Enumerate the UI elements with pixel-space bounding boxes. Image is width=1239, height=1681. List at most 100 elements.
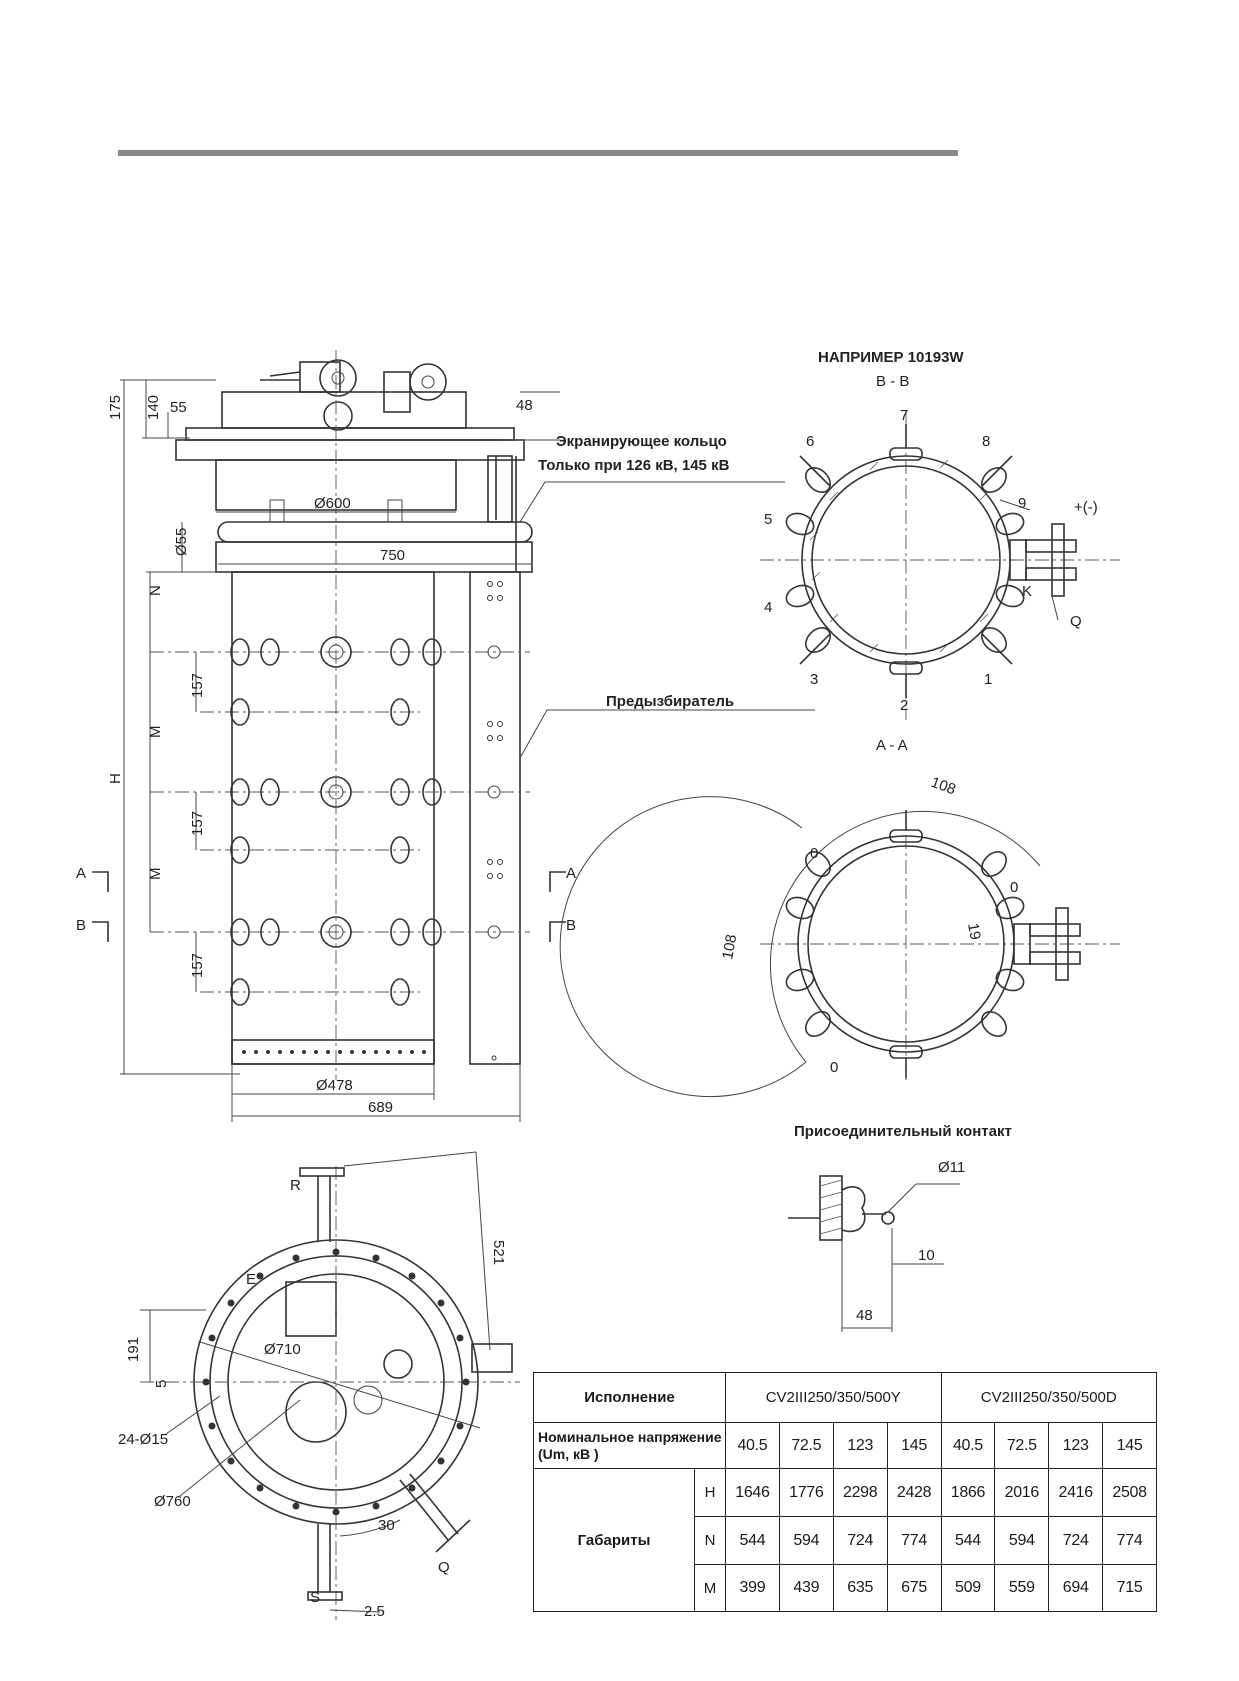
cell: 594 <box>778 1516 834 1565</box>
section-mark-b-right: B <box>566 917 576 934</box>
cell: 1866 <box>940 1468 996 1517</box>
bb-label-q: Q <box>1070 613 1082 630</box>
contact-dim-d11: Ø11 <box>938 1159 965 1176</box>
cell: 72.5 <box>778 1422 834 1469</box>
cell: 72.5 <box>994 1422 1050 1469</box>
aa-label-108-top: 108 <box>929 774 958 799</box>
cell: 544 <box>940 1516 996 1565</box>
bb-label-2: 2 <box>900 697 908 714</box>
aa-label-0-b: 0 <box>1010 879 1018 896</box>
dim-175: 175 <box>107 395 124 420</box>
contact-row-6 <box>200 978 420 1006</box>
cell: 123 <box>832 1422 888 1469</box>
top-label-q: Q <box>438 1559 450 1576</box>
top-label-d710: Ø710 <box>264 1341 301 1358</box>
top-label-30: 30 <box>378 1517 395 1534</box>
bb-label-8: 8 <box>982 433 990 450</box>
cell: 724 <box>832 1516 888 1565</box>
dim-689: 689 <box>368 1099 393 1116</box>
header-version: Исполнение <box>533 1372 726 1423</box>
cell: 1646 <box>725 1468 780 1517</box>
row-key-n: N <box>694 1516 726 1565</box>
dim-140: 140 <box>145 395 162 420</box>
cell: 1776 <box>778 1468 834 1517</box>
top-label-2-5: 2.5 <box>364 1603 385 1620</box>
dim-h: H <box>107 773 124 784</box>
cell: 715 <box>1102 1564 1157 1612</box>
cell: 694 <box>1048 1564 1104 1612</box>
top-view: R E 521 191 5 Ø710 24-Ø15 Ø760 30 S Q 2.… <box>118 1151 520 1620</box>
cell: 2428 <box>886 1468 942 1517</box>
ring-callout-line1: Экранирующее кольцо <box>556 433 727 450</box>
top-label-s: S <box>310 1589 320 1606</box>
dim-d600: Ø600 <box>314 495 351 512</box>
example-title: НАПРИМЕР 10193W <box>818 349 964 366</box>
row-dims-label: Габариты <box>533 1468 695 1612</box>
header-rule <box>118 150 958 156</box>
cell: 2508 <box>1102 1468 1157 1517</box>
contact-dim-48: 48 <box>856 1307 873 1324</box>
cell: 774 <box>886 1516 942 1565</box>
cell: 145 <box>1102 1422 1157 1469</box>
top-label-191: 191 <box>125 1337 142 1362</box>
dim-157-b: 157 <box>189 811 206 836</box>
bb-label-4: 4 <box>764 599 772 616</box>
dim-d478: Ø478 <box>316 1077 353 1094</box>
section-mark-a-left: A <box>76 865 86 882</box>
bb-label-9: 9 <box>1018 495 1026 512</box>
cell: 439 <box>778 1564 834 1612</box>
dim-750: 750 <box>380 547 405 564</box>
ring-callout-line2: Только при 126 кВ, 145 кВ <box>538 457 730 474</box>
top-label-5: 5 <box>153 1380 170 1388</box>
front-view: 175 140 55 48 Ø600 Ø55 750 N 157 M H 157… <box>76 350 815 1122</box>
aa-label-0-a: 0 <box>810 845 818 862</box>
table-row: Исполнение CV2III250/350/500Y CV2III250/… <box>533 1372 1157 1423</box>
cell: 675 <box>886 1564 942 1612</box>
top-label-d760: Ø760 <box>154 1493 191 1510</box>
bb-label-plus-minus: +(-) <box>1074 499 1098 516</box>
cell: 544 <box>725 1516 780 1565</box>
cell: 594 <box>994 1516 1050 1565</box>
row-key-h: H <box>694 1468 726 1517</box>
dim-n: N <box>147 585 164 596</box>
bb-label-k: K <box>1022 583 1032 600</box>
cell: 509 <box>940 1564 996 1612</box>
contact-row-4 <box>200 836 420 864</box>
cell: 2416 <box>1048 1468 1104 1517</box>
cell: 40.5 <box>940 1422 996 1469</box>
top-label-24-d15: 24-Ø15 <box>118 1431 168 1448</box>
header-y-series: CV2III250/350/500Y <box>725 1372 942 1423</box>
dim-48: 48 <box>516 397 533 414</box>
section-mark-b-left: B <box>76 917 86 934</box>
cell: 2016 <box>994 1468 1050 1517</box>
spec-table: Исполнение CV2III250/350/500Y CV2III250/… <box>533 1372 1157 1612</box>
dim-m-b: M <box>147 868 164 881</box>
table-row: M 399 439 635 675 509 559 694 715 <box>534 1564 1157 1612</box>
cell: 724 <box>1048 1516 1104 1565</box>
bb-label-1: 1 <box>984 671 992 688</box>
header-d-series: CV2III250/350/500D <box>940 1372 1157 1423</box>
cell: 2298 <box>832 1468 888 1517</box>
bb-label-7: 7 <box>900 407 908 424</box>
cell: 774 <box>1102 1516 1157 1565</box>
table-row: Габариты H 1646 1776 2298 2428 1866 2016… <box>533 1468 1157 1612</box>
aa-label-0-c: 0 <box>830 1059 838 1076</box>
aa-label-19: 19 <box>964 922 984 941</box>
contact-row-2 <box>200 698 420 726</box>
dim-d55: Ø55 <box>173 528 190 556</box>
dim-157-c: 157 <box>189 953 206 978</box>
cell: 635 <box>832 1564 888 1612</box>
top-label-e: E <box>246 1271 256 1288</box>
contact-detail: Присоединительный контакт Ø11 10 48 <box>788 1123 1012 1332</box>
section-mark-a-right: A <box>566 865 576 882</box>
row-voltage-label: Номинальное напряжение (Um, кВ ) <box>533 1422 726 1469</box>
bb-label-6: 6 <box>806 433 814 450</box>
aa-label-108-left: 108 <box>719 933 740 961</box>
cell: 145 <box>886 1422 942 1469</box>
contact-row-5 <box>150 916 530 948</box>
section-aa-title: A - A <box>876 737 908 754</box>
cell: 399 <box>725 1564 780 1612</box>
contact-row-1 <box>150 636 530 668</box>
section-bb-view: НАПРИМЕР 10193W B - B <box>760 349 1120 720</box>
